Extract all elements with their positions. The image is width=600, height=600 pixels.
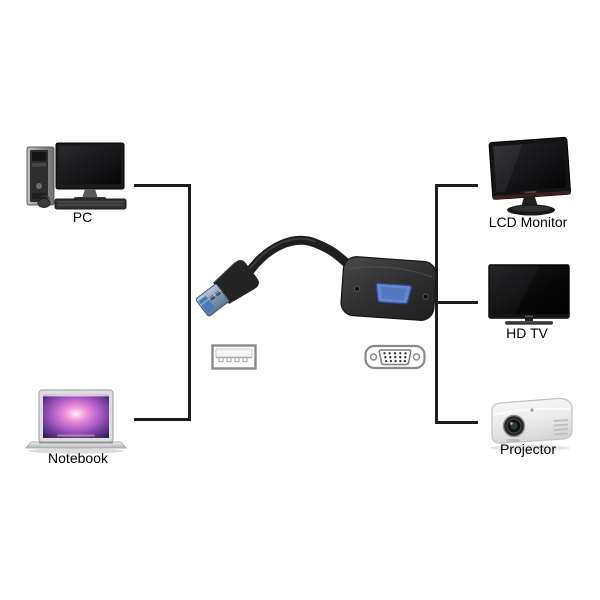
pc-tower: [26, 146, 55, 206]
projector-ir-sensor: [530, 408, 534, 412]
laptop-base: [25, 441, 127, 449]
notebook-label: Notebook: [48, 450, 108, 466]
vga-screw-left: [353, 285, 361, 292]
projector-foot: [506, 439, 520, 442]
adapter-cable: [244, 235, 355, 277]
pc-keyboard: [54, 198, 127, 210]
vga-port-icon: [364, 344, 426, 370]
right-bracket-vertical-line: [435, 184, 438, 424]
right-bracket-middle-line: [435, 301, 478, 304]
pc-label: PC: [72, 209, 93, 225]
desktop-pc-icon: [26, 142, 127, 210]
lcd-monitor-label: LCD Monitor: [488, 214, 568, 230]
laptop-screen: [43, 394, 109, 438]
usb-port-icon: [211, 344, 257, 370]
vga-screw-right: [422, 293, 429, 300]
tv-icon: [488, 264, 570, 325]
tv-stand-neck: [525, 318, 533, 321]
vga-pins: [383, 352, 407, 363]
lcd-monitor-icon: [488, 136, 572, 216]
projector-vents: [553, 419, 569, 436]
usb-plug: [195, 260, 259, 317]
right-bracket-top-line: [435, 184, 478, 187]
usb-to-vga-adapter: [195, 235, 437, 321]
pc-monitor: [55, 142, 125, 201]
right-bracket-bottom-line: [435, 421, 478, 424]
left-bracket-line: [134, 184, 191, 421]
laptop-icon: [25, 389, 127, 454]
laptop-shadow: [28, 448, 124, 454]
monitor-neck: [521, 197, 538, 207]
hd-tv-label: HD TV: [506, 325, 548, 341]
tv-stand-bar: [505, 321, 553, 325]
projector-label: Projector: [499, 441, 557, 457]
vga-female-port: [375, 282, 413, 305]
projector-shadow: [490, 445, 570, 451]
projector-icon: [490, 397, 573, 451]
adapter-body: [340, 256, 437, 321]
projector-lens: [502, 414, 526, 438]
monitor-screen: [493, 141, 567, 193]
pc-mouse: [37, 195, 51, 208]
laptop-lid: [38, 389, 114, 443]
